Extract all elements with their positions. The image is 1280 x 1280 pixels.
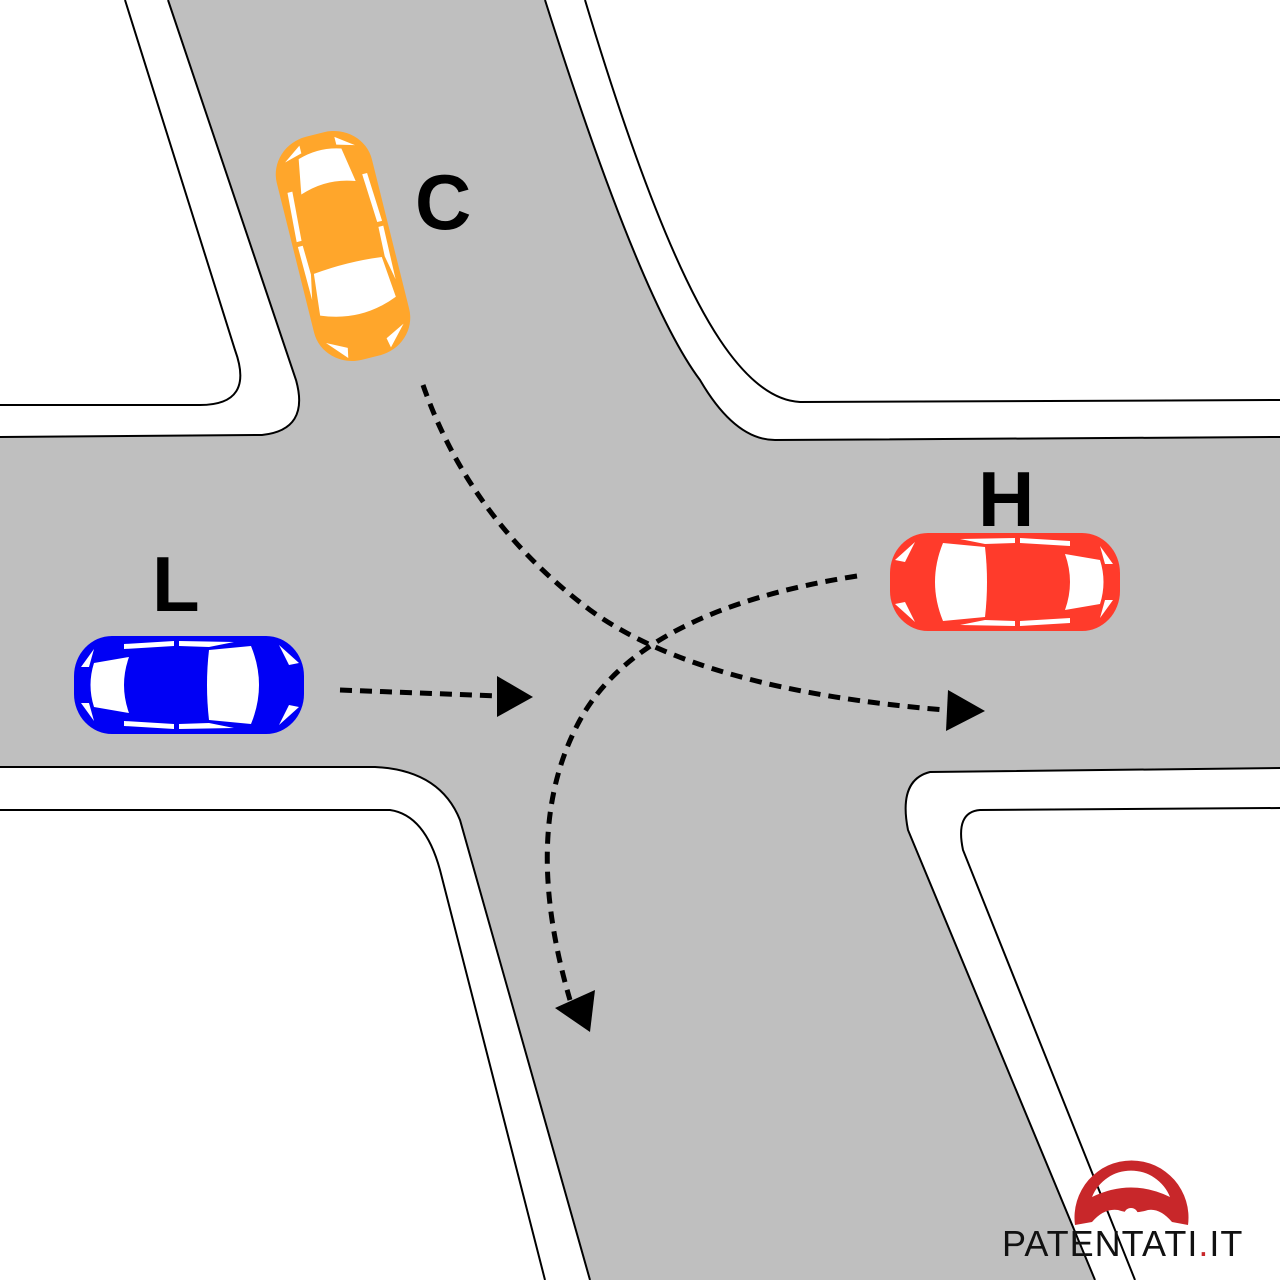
label-car-c: C xyxy=(415,163,471,241)
logo-name: PATENTATI xyxy=(1002,1223,1198,1264)
car-h xyxy=(890,533,1120,631)
logo-tld: IT xyxy=(1209,1223,1243,1264)
label-car-h: H xyxy=(978,460,1034,538)
logo-text: PATENTATI.IT xyxy=(1002,1226,1243,1262)
logo-dot: . xyxy=(1198,1223,1209,1264)
label-car-l: L xyxy=(152,545,200,623)
car-l xyxy=(74,636,304,734)
